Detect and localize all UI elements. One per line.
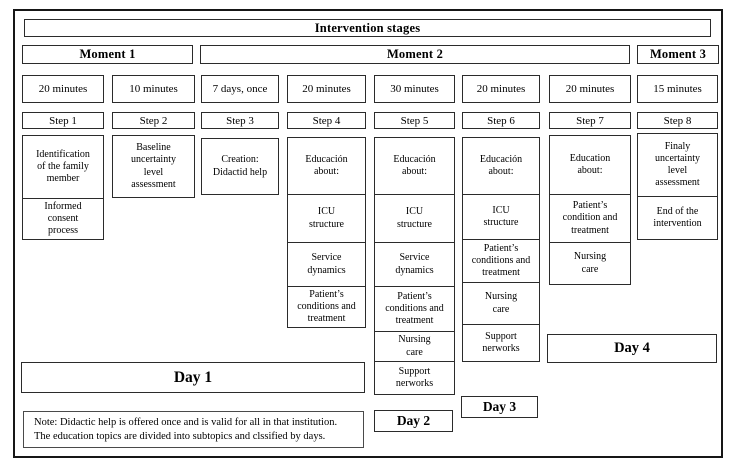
step-3-label: Step 3 xyxy=(201,112,279,129)
content-cell-end-of-intervention: End of the intervention xyxy=(637,197,718,240)
step1-content-stack: Identification of the family member Info… xyxy=(22,135,104,240)
content-cell-patients-conditions: Patient’s conditions and treatment xyxy=(462,240,540,283)
content-cell-icu-structure: ICU structure xyxy=(374,195,455,243)
time-box-step5: 30 minutes xyxy=(374,75,455,103)
content-cell-education-about: Educación about: xyxy=(374,137,455,195)
content-cell-education-about: Educación about: xyxy=(462,137,540,195)
step-6-label: Step 6 xyxy=(462,112,540,129)
content-cell-service-dynamics: Service dynamics xyxy=(374,243,455,287)
content-cell-nursing-care: Nursing care xyxy=(374,332,455,362)
step-4-label: Step 4 xyxy=(287,112,366,129)
content-cell-icu-structure: ICU structure xyxy=(462,195,540,240)
note-line-1: Note: Didactic help is offered once and … xyxy=(34,417,338,428)
step-7-label: Step 7 xyxy=(549,112,631,129)
moment-2-label: Moment 2 xyxy=(200,45,630,64)
step2-content-stack: Baseline uncertainty level assessment xyxy=(112,135,195,198)
content-cell-patients-conditions: Patient’s conditions and treatment xyxy=(374,287,455,332)
time-box-step7: 20 minutes xyxy=(549,75,631,103)
time-box-step1: 20 minutes xyxy=(22,75,104,103)
step3-content-stack: Creation: Didactid help xyxy=(201,138,279,195)
content-cell-identification: Identification of the family member xyxy=(22,135,104,199)
time-box-step3: 7 days, once xyxy=(201,75,279,103)
content-cell-service-dynamics: Service dynamics xyxy=(287,243,366,287)
content-cell-patients-condition: Patient’s condition and treatment xyxy=(549,195,631,243)
note-box: Note: Didactic help is offered once and … xyxy=(23,411,364,448)
step6-content-stack: Educación about: ICU structure Patient’s… xyxy=(462,137,540,362)
day-1-box: Day 1 xyxy=(21,362,365,393)
content-cell-creation-didactic-help: Creation: Didactid help xyxy=(201,138,279,195)
day-2-box: Day 2 xyxy=(374,410,453,432)
content-cell-education-about: Education about: xyxy=(549,135,631,195)
diagram-frame xyxy=(13,9,723,458)
moment-3-label: Moment 3 xyxy=(637,45,719,64)
day-4-box: Day 4 xyxy=(547,334,717,363)
content-cell-baseline-assessment: Baseline uncertainty level assessment xyxy=(112,135,195,198)
content-cell-education-about: Educación about: xyxy=(287,137,366,195)
content-cell-icu-structure: ICU structure xyxy=(287,195,366,243)
time-box-step6: 20 minutes xyxy=(462,75,540,103)
step7-content-stack: Education about: Patient’s condition and… xyxy=(549,135,631,285)
step-1-label: Step 1 xyxy=(22,112,104,129)
content-cell-nursing-care: Nursing care xyxy=(549,243,631,285)
day-3-box: Day 3 xyxy=(461,396,538,418)
time-box-step2: 10 minutes xyxy=(112,75,195,103)
content-cell-patients-conditions: Patient’s conditions and treatment xyxy=(287,287,366,328)
content-cell-support-networks: Support nerworks xyxy=(462,325,540,362)
note-line-2: The education topics are divided into su… xyxy=(34,430,326,442)
content-cell-informed-consent: Informed consent process xyxy=(22,199,104,240)
content-cell-final-assessment: Finaly uncertainty level assessment xyxy=(637,133,718,197)
time-box-step4: 20 minutes xyxy=(287,75,366,103)
moment-1-label: Moment 1 xyxy=(22,45,193,64)
step-8-label: Step 8 xyxy=(637,112,718,129)
step5-content-stack: Educación about: ICU structure Service d… xyxy=(374,137,455,395)
content-cell-support-networks: Support nerworks xyxy=(374,362,455,395)
step8-content-stack: Finaly uncertainty level assessment End … xyxy=(637,133,718,240)
time-box-step8: 15 minutes xyxy=(637,75,718,103)
step4-content-stack: Educación about: ICU structure Service d… xyxy=(287,137,366,328)
step-5-label: Step 5 xyxy=(374,112,455,129)
step-2-label: Step 2 xyxy=(112,112,195,129)
diagram-title: Intervention stages xyxy=(24,19,711,37)
content-cell-nursing-care: Nursing care xyxy=(462,283,540,325)
